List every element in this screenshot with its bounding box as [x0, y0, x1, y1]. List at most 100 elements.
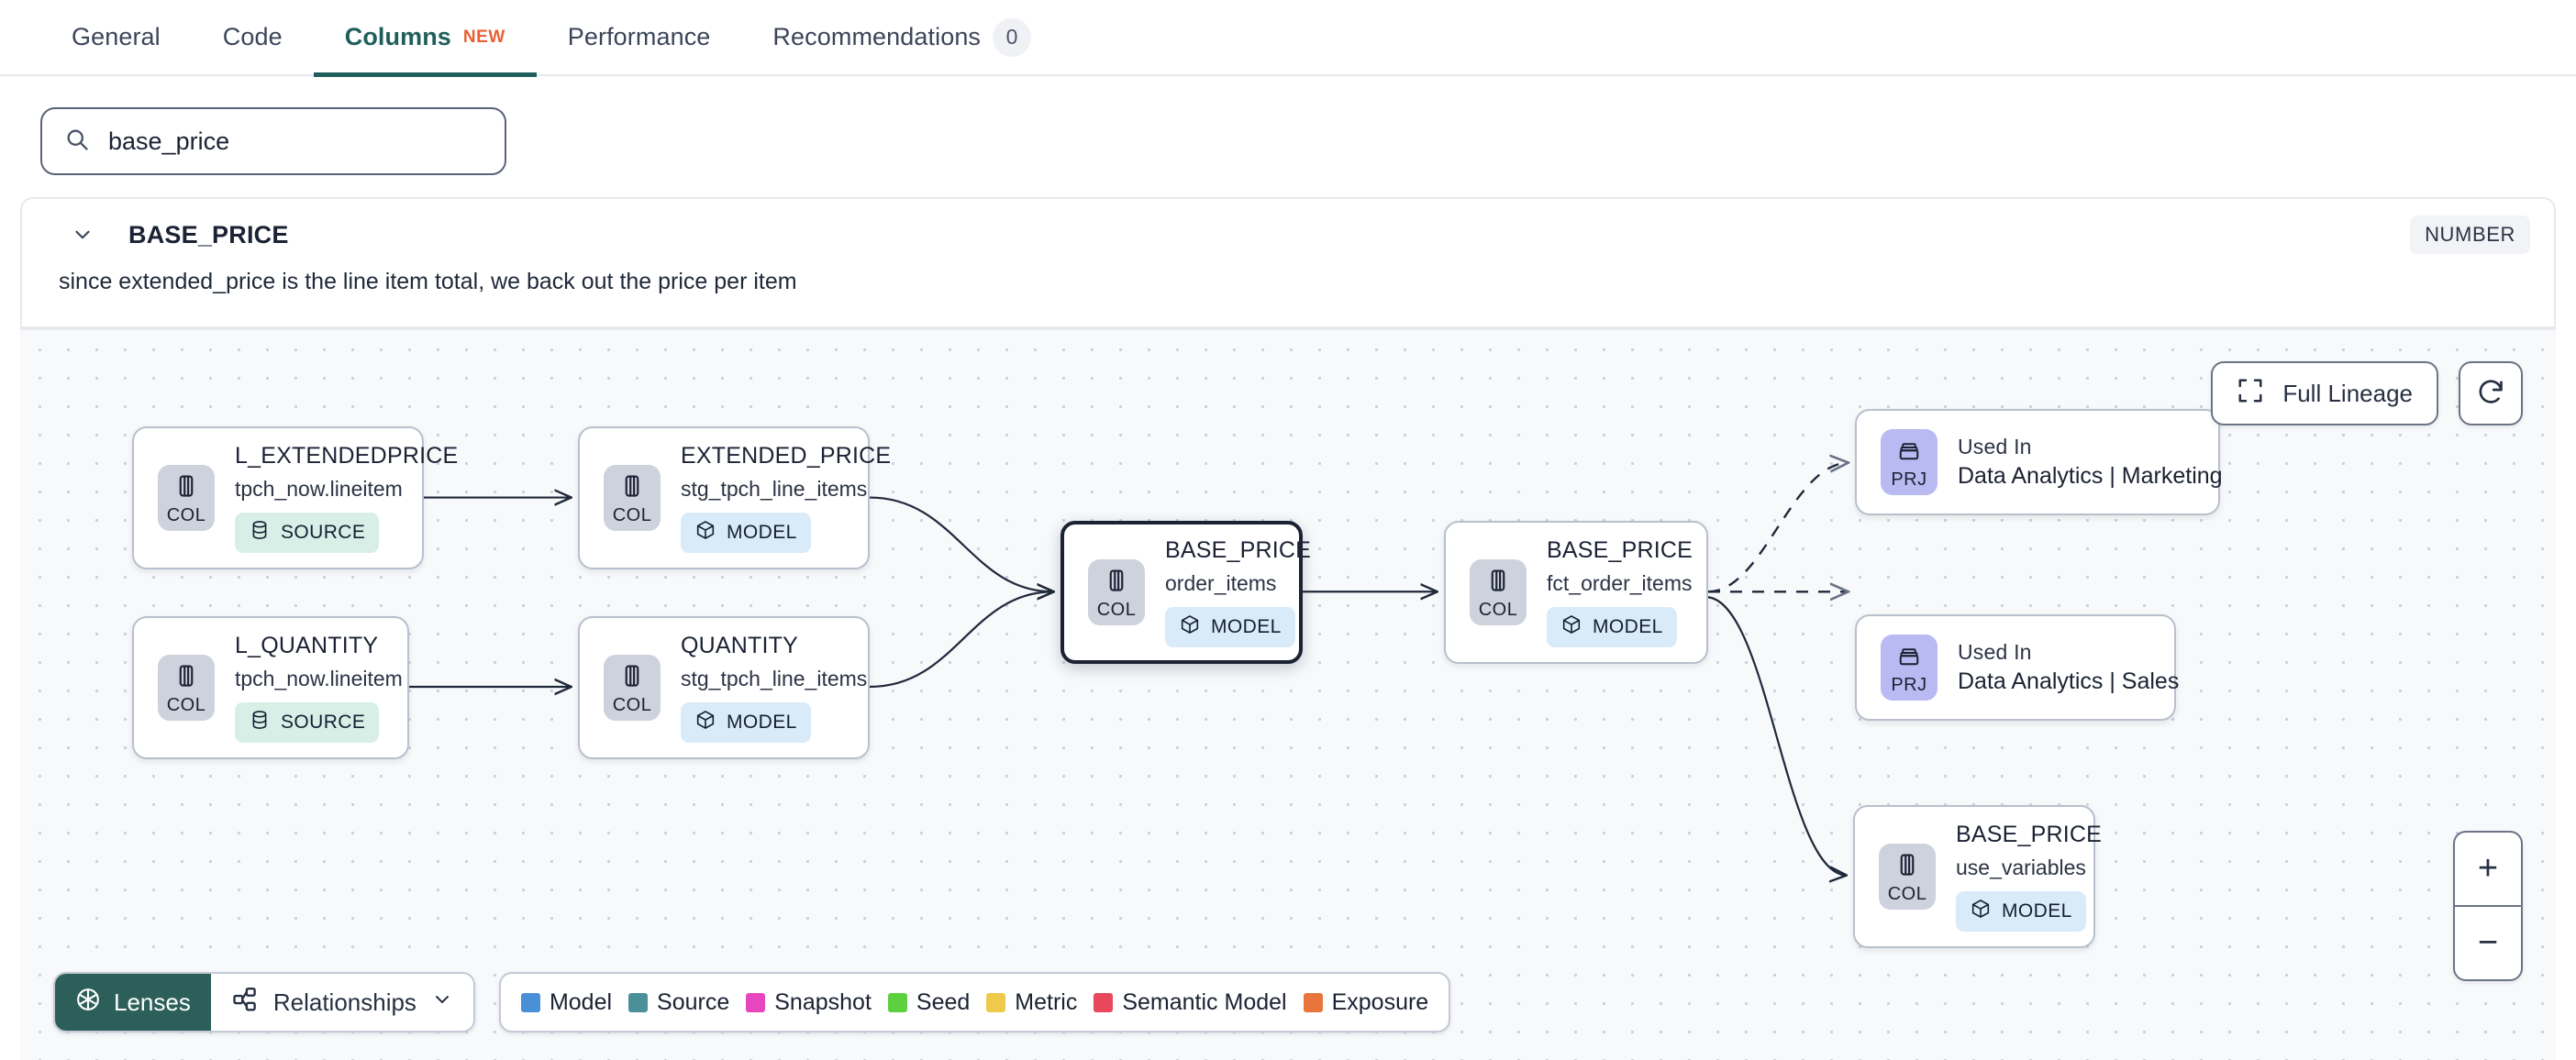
node-badge-label: PRJ: [1891, 674, 1927, 695]
legend-item-exposure[interactable]: Exposure: [1303, 988, 1429, 1016]
legend-label: Semantic Model: [1122, 988, 1287, 1015]
zoom-out-button[interactable]: −: [2477, 923, 2499, 962]
lenses-label: Lenses: [114, 988, 191, 1016]
cube-icon: [694, 709, 716, 736]
node-title: QUANTITY: [681, 633, 798, 658]
legend-item-snapshot[interactable]: Snapshot: [746, 989, 872, 1016]
legend-label: Metric: [1015, 988, 1078, 1015]
node-subtitle: tpch_now.lineitem: [235, 477, 403, 501]
expand-icon: [2237, 377, 2264, 411]
legend-item-model[interactable]: Model: [520, 989, 612, 1016]
node-subtitle: stg_tpch_line_items: [681, 477, 868, 501]
aperture-icon: [75, 987, 101, 1019]
legend-label: Exposure: [1331, 988, 1429, 1015]
materialization-badge: MODEL: [681, 513, 811, 553]
column-glyph-icon: [618, 662, 646, 694]
relationships-button[interactable]: Relationships: [210, 974, 473, 1031]
legend-swatch: [628, 992, 649, 1012]
node-title: L_EXTENDEDPRICE: [235, 443, 459, 469]
full-lineage-button[interactable]: Full Lineage: [2211, 361, 2438, 425]
database-icon: [249, 709, 271, 736]
column-icon: COL: [604, 655, 661, 721]
node-badge-label: COL: [612, 504, 652, 525]
materialization-badge: MODEL: [681, 702, 811, 743]
chevron-down-icon[interactable]: [66, 218, 99, 251]
node-title: EXTENDED_PRICE: [681, 443, 892, 469]
materialization-label: MODEL: [727, 712, 797, 733]
tab-performance[interactable]: Performance: [537, 0, 742, 75]
node-badge-label: PRJ: [1891, 469, 1927, 490]
relationships-label: Relationships: [272, 988, 416, 1016]
materialization-label: MODEL: [727, 522, 797, 543]
legend-swatch: [1303, 992, 1323, 1012]
materialization-badge: MODEL: [1165, 607, 1295, 647]
canvas-bottom-controls: Lenses Relationships: [53, 972, 1451, 1032]
materialization-badge: MODEL: [1956, 891, 2086, 932]
column-detail-card: BASE_PRICE NUMBER since extended_price i…: [20, 197, 2556, 328]
column-icon: COL: [158, 655, 215, 721]
legend-item-seed[interactable]: Seed: [887, 989, 970, 1016]
node-subtitle: Data Analytics | Marketing: [1958, 463, 2223, 489]
cube-icon: [1179, 613, 1201, 641]
tab-code[interactable]: Code: [192, 0, 314, 75]
column-icon: COL: [1879, 844, 1936, 910]
refresh-icon: [2476, 377, 2505, 411]
column-glyph-icon: [618, 472, 646, 504]
tab-count-badge: 0: [993, 17, 1032, 57]
legend-swatch: [520, 992, 540, 1012]
zoom-controls: + −: [2453, 831, 2523, 981]
search-icon: [64, 127, 90, 157]
column-icon: COL: [1470, 559, 1527, 625]
materialization-label: MODEL: [1593, 616, 1663, 637]
cube-icon: [1560, 613, 1582, 641]
legend-label: Snapshot: [774, 988, 872, 1015]
legend-item-semantic-model[interactable]: Semantic Model: [1094, 988, 1287, 1016]
legend-swatch: [986, 992, 1006, 1012]
node-badge-label: COL: [1887, 883, 1927, 904]
zoom-in-button[interactable]: +: [2477, 849, 2499, 888]
node-badge-label: COL: [1478, 599, 1518, 620]
relationships-icon: [231, 986, 259, 1020]
column-glyph-icon: [1484, 567, 1512, 599]
tab-label: Recommendations: [772, 23, 982, 50]
materialization-badge: MODEL: [1547, 607, 1677, 647]
cube-icon: [694, 519, 716, 547]
column-header: BASE_PRICE NUMBER: [22, 199, 2554, 256]
lenses-button[interactable]: Lenses: [55, 974, 211, 1031]
search-box[interactable]: [40, 107, 506, 175]
column-icon: COL: [604, 465, 661, 531]
project-icon: PRJ: [1881, 429, 1938, 495]
node-subtitle: use_variables: [1956, 856, 2086, 879]
tab-label: Performance: [567, 23, 711, 50]
materialization-badge: SOURCE: [235, 513, 380, 553]
full-lineage-label: Full Lineage: [2282, 379, 2413, 407]
legend-label: Source: [657, 988, 730, 1015]
column-glyph-icon: [172, 472, 200, 504]
materialization-label: MODEL: [2002, 900, 2072, 922]
legend-item-metric[interactable]: Metric: [986, 989, 1077, 1016]
tab-recommendations[interactable]: Recommendations 0: [741, 0, 1062, 75]
search-input[interactable]: [108, 127, 483, 156]
legend-item-source[interactable]: Source: [628, 989, 729, 1016]
project-glyph-icon: [1895, 436, 1923, 469]
refresh-button[interactable]: [2459, 361, 2523, 425]
tab-general[interactable]: General: [40, 0, 192, 75]
